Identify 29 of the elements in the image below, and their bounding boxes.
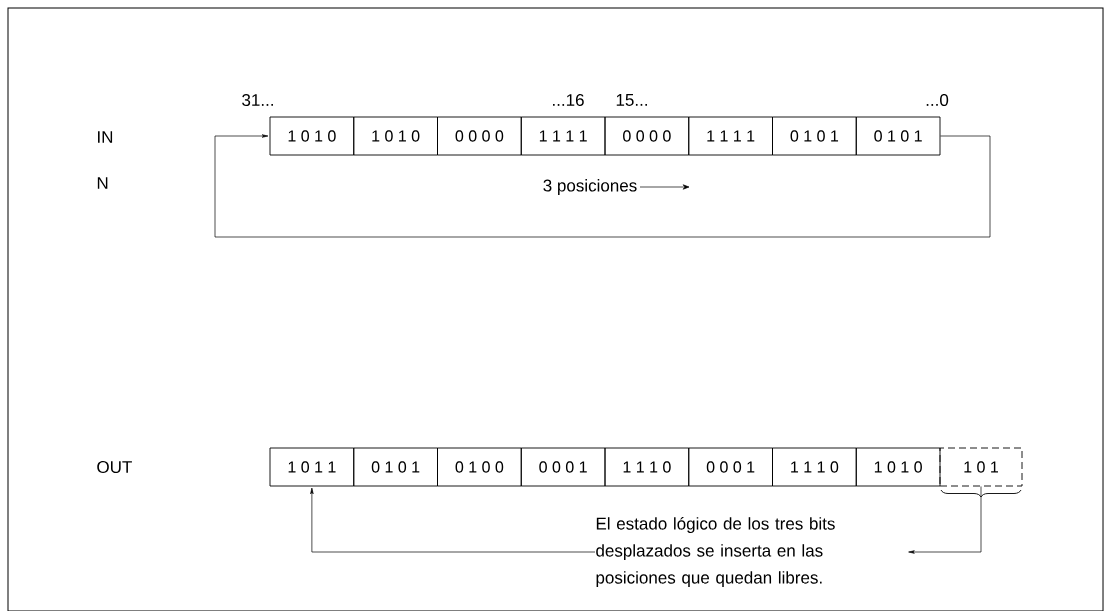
bit-cell: 1 1 1 1 <box>520 116 606 156</box>
bit-cell: 1 0 1 0 <box>353 116 438 156</box>
bit-cell: 0 1 0 1 <box>772 116 857 156</box>
label-text: IN <box>98 131 113 143</box>
bit-cell: 1 0 1 0 <box>855 447 941 487</box>
bit-cell: 0 1 0 1 <box>353 447 438 487</box>
bit-cell: 0 0 0 1 <box>520 447 606 487</box>
label-text: 15... <box>616 94 647 106</box>
bit-cell: 0 0 0 1 <box>688 447 773 487</box>
bit-cell: 0 0 0 0 <box>604 116 690 156</box>
label-text: N <box>97 177 108 189</box>
arrow <box>908 486 982 554</box>
label-text: OUT <box>97 461 132 474</box>
arrow <box>214 134 991 238</box>
label-text: 3 posiciones <box>543 179 637 195</box>
bit-cell: 1 1 1 0 <box>604 447 690 487</box>
arrow <box>310 487 596 553</box>
bit-cell: 0 1 0 1 <box>855 116 941 156</box>
note-text: El estado lógico de los tres bits desplazados se inserta en las posiciones que quedan libres. <box>596 517 835 588</box>
bit-cell: 0 1 0 0 <box>437 447 522 487</box>
bit-cell: 1 1 1 0 <box>772 447 857 487</box>
label-text: ...16 <box>553 94 584 107</box>
label-text: ...0 <box>926 94 949 107</box>
bit-cell: 1 0 1 0 <box>269 116 355 156</box>
label-text: 31... <box>242 94 273 107</box>
bit-cell: 1 0 1 1 <box>269 447 355 487</box>
bit-cell: 1 1 1 1 <box>688 116 773 156</box>
bit-cell: 0 0 0 0 <box>437 116 522 156</box>
placeholder-cell: 1 0 1 <box>939 447 1023 487</box>
